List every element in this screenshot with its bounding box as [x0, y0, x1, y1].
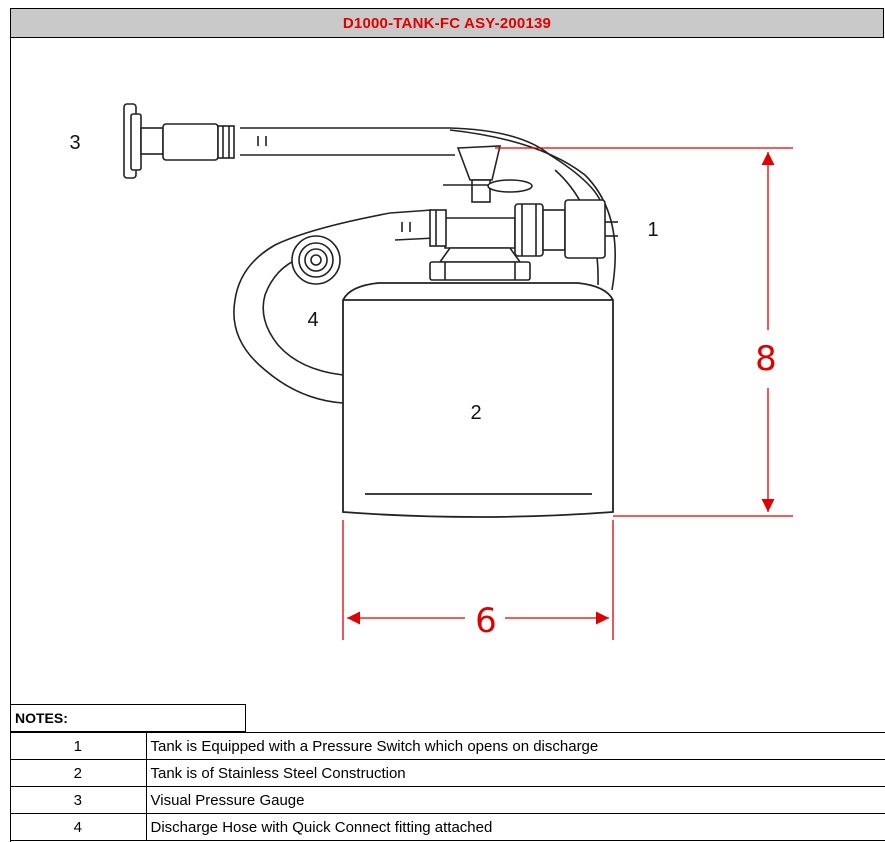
table-row: 3 Visual Pressure Gauge [10, 786, 885, 814]
pressure-gauge [123, 103, 235, 179]
frame-border-left [10, 38, 11, 842]
width-dimension [342, 520, 614, 640]
table-row: 2 Tank is of Stainless Steel Constructio… [10, 759, 885, 787]
note-text: Tank is of Stainless Steel Construction [145, 759, 885, 787]
gauge-pipe [240, 127, 601, 201]
width-dimension-label: 6 [475, 601, 497, 641]
assembly-drawing: 8 6 3 1 4 2 [69, 103, 793, 641]
note-number: 3 [10, 786, 147, 814]
valve-assembly [429, 145, 566, 281]
callout-3: 3 [69, 132, 80, 154]
note-number: 2 [10, 759, 147, 787]
height-dimension-label: 8 [755, 339, 777, 379]
note-text: Discharge Hose with Quick Connect fittin… [145, 813, 885, 841]
callout-2: 2 [470, 402, 481, 424]
table-row: 1 Tank is Equipped with a Pressure Switc… [10, 732, 885, 760]
table-row: 4 Discharge Hose with Quick Connect fitt… [10, 813, 885, 841]
notes-table: 1 Tank is Equipped with a Pressure Switc… [10, 732, 885, 841]
note-text: Visual Pressure Gauge [145, 786, 885, 814]
notes-header: NOTES: [10, 704, 246, 732]
callout-4: 4 [307, 309, 318, 331]
title-bar: D1000-TANK-FC ASY-200139 [10, 8, 884, 38]
quick-connect-fitting [291, 235, 341, 285]
tank-body [342, 282, 614, 518]
note-number: 1 [10, 732, 147, 760]
note-text: Tank is Equipped with a Pressure Switch … [145, 732, 885, 760]
discharge-hose [233, 129, 616, 404]
pressure-switch [564, 199, 618, 259]
note-number: 4 [10, 813, 147, 841]
height-dimension [495, 147, 793, 517]
drawing-title: D1000-TANK-FC ASY-200139 [342, 14, 552, 32]
callout-1: 1 [647, 219, 658, 241]
